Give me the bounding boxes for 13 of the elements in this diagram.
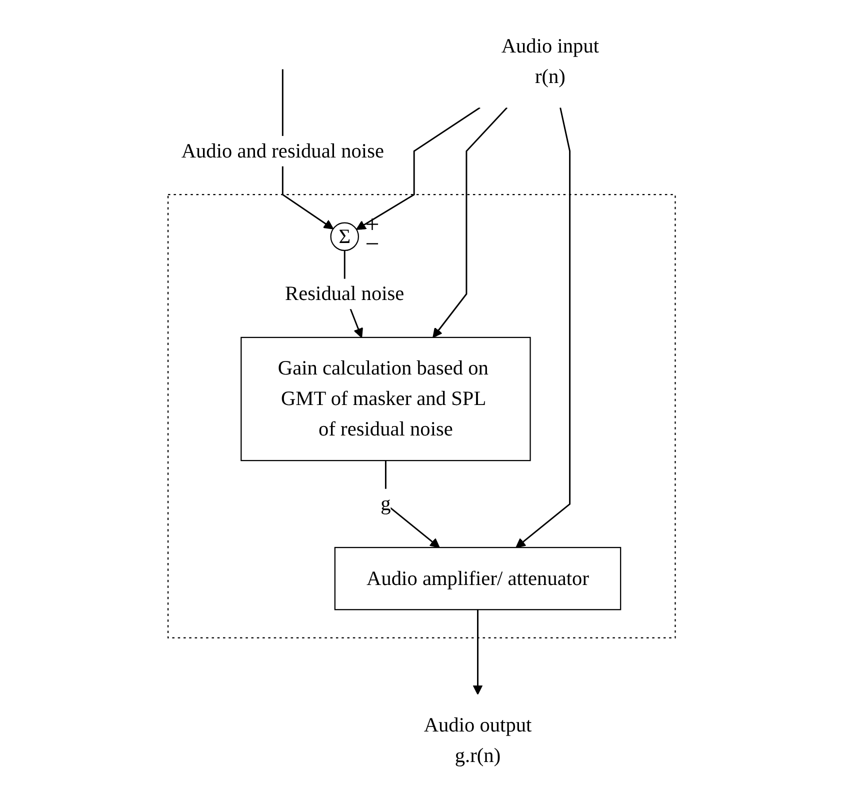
node-box: Gain calculation based on GMT of masker and SPL of residual noise: [240, 336, 532, 462]
arrow: [473, 610, 484, 695]
sign-label: −: [366, 230, 380, 258]
node-box: Audio amplifier/ attenuator: [334, 546, 622, 610]
edge-label: g: [380, 492, 392, 515]
node-text: Audio output g.r(n): [424, 714, 532, 767]
node-circle: Σ: [330, 222, 360, 252]
edge-label: Residual noise: [285, 282, 405, 305]
edge-label: Audio and residual noise: [182, 139, 384, 162]
arrow: [432, 107, 508, 338]
arrow: [356, 107, 481, 230]
arrow: [516, 108, 571, 548]
node-text: Audio input r(n): [502, 34, 600, 88]
